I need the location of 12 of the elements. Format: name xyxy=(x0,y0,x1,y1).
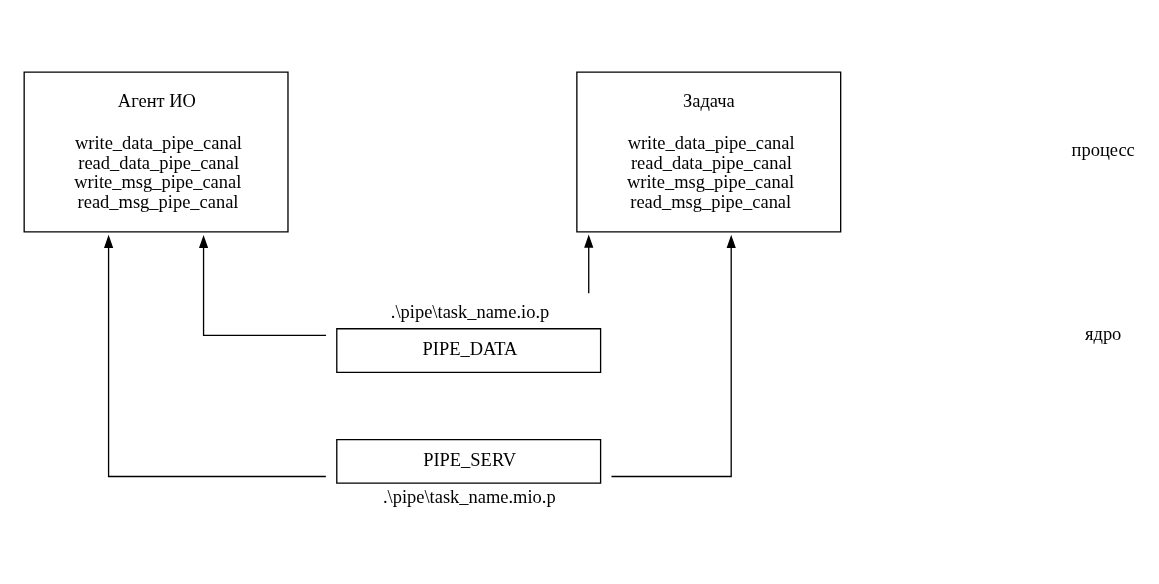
arrow xyxy=(198,234,327,336)
label: ядро xyxy=(1085,323,1122,344)
node-box: Агент ИО write_data_pipe_canal read_data_pipe_canal write_msg_pipe_canal read_msg_pipe_canal xyxy=(23,71,289,232)
node-box: PIPE_DATA xyxy=(336,327,602,373)
node-label: .\pipe\task_name.io.p xyxy=(390,301,550,322)
node-label: .\pipe\task_name.mio.p xyxy=(382,486,556,507)
node-box: PIPE_SERV xyxy=(336,438,602,484)
arrow xyxy=(584,234,594,294)
arrow xyxy=(610,234,736,477)
node-box: Задача write_data_pipe_canal read_data_pipe_canal write_msg_pipe_canal read_msg_pipe_canal xyxy=(576,71,842,232)
label: процесс xyxy=(1071,139,1135,160)
arrow xyxy=(103,234,327,477)
